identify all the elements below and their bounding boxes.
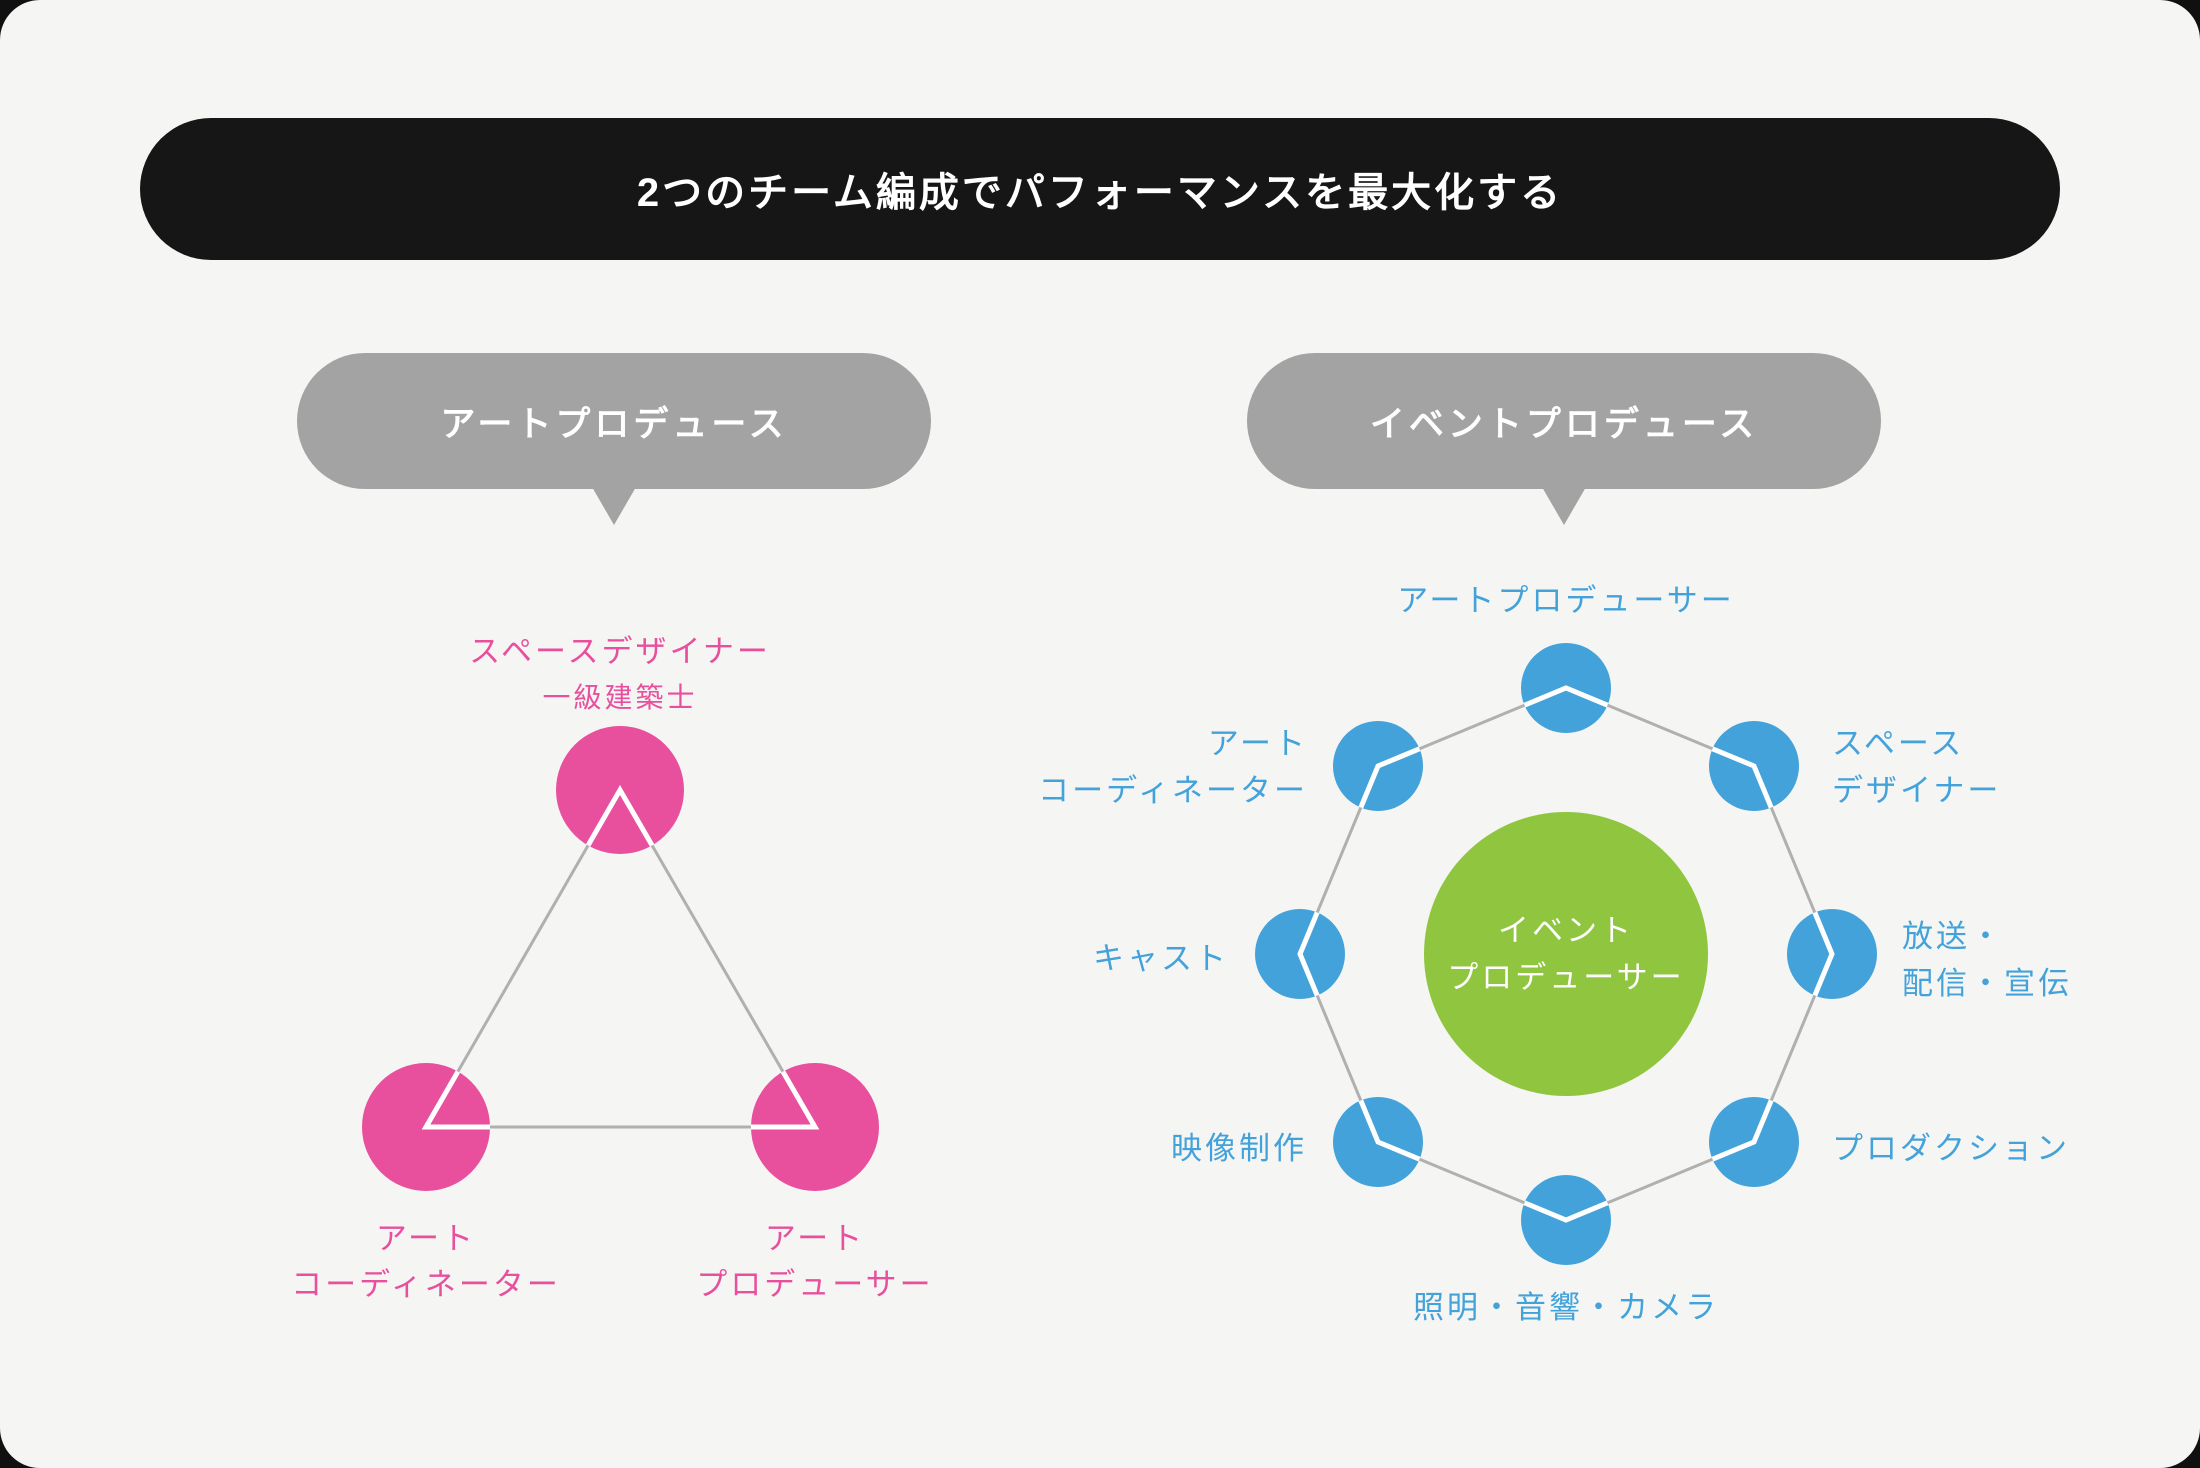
octagon-inner-line (1711, 746, 1774, 809)
label-line: 一級建築士 (542, 682, 698, 713)
octagon-inner-line (1523, 685, 1609, 708)
label-cast: キャスト (1093, 935, 1229, 982)
label-line: アート (375, 1221, 477, 1256)
octagon-inner-line (1812, 911, 1835, 997)
label-line: イベント (1498, 913, 1634, 948)
label-line: 配信・宣伝 (1902, 966, 2072, 1001)
label-line: スペース (1832, 726, 1965, 761)
label-production: プロダクション (1832, 1125, 2070, 1172)
octagon-inner-line (1523, 1200, 1609, 1223)
label-art-coordinator: アート コーディネーター (1038, 720, 1308, 814)
label-line: キャスト (1093, 941, 1229, 976)
event-produce-bubble-label: イベントプロデュース (1369, 404, 1759, 444)
label-line: コーディネーター (291, 1267, 561, 1302)
art-produce-bubble-label: アートプロデュース (440, 404, 788, 444)
octagon-inner-line (1358, 746, 1421, 809)
label-line: プロデューサー (1447, 960, 1685, 995)
triangle-inner-line (585, 785, 655, 847)
page-title: 2つのチーム編成でパフォーマンスを最大化する (636, 171, 1564, 215)
triangle-inner-line (421, 1070, 490, 1130)
label-art-coordinator: アート コーディネーター (291, 1216, 561, 1308)
label-line: プロダクション (1832, 1131, 2070, 1166)
label-line: 放送・ (1902, 919, 2004, 954)
art-produce-bubble: アートプロデュース (297, 353, 931, 525)
label-line: アート (764, 1221, 866, 1256)
label-line: デザイナー (1832, 773, 2002, 808)
label-broadcast: 放送・ 配信・宣伝 (1902, 913, 2072, 1007)
title-banner: 2つのチーム編成でパフォーマンスを最大化する (140, 118, 2060, 260)
label-lighting-sound-camera: 照明・音響・カメラ (1413, 1284, 1719, 1331)
label-line: コーディネーター (1038, 773, 1308, 808)
label-video-production: 映像制作 (1171, 1125, 1307, 1172)
label-line: プロデューサー (696, 1267, 934, 1302)
octagon-inner-line (1358, 1099, 1421, 1162)
label-line: スペースデザイナー (469, 634, 771, 669)
octagon-inner-line (1711, 1099, 1774, 1162)
label-line: 照明・音響・カメラ (1413, 1290, 1719, 1325)
event-produce-bubble: イベントプロデュース (1247, 353, 1881, 525)
triangle-inner-line (751, 1070, 820, 1130)
label-line: 映像制作 (1171, 1131, 1307, 1166)
bubble-tail (592, 487, 636, 525)
label-art-producer: アートプロデューサー (1397, 577, 1735, 624)
label-space-designer: スペースデザイナー 一級建築士 (469, 629, 771, 721)
bubble-tail (1542, 487, 1586, 525)
label-space-designer: スペース デザイナー (1832, 720, 2001, 814)
event-producer-circle: イベント プロデューサー (1424, 812, 1708, 1096)
label-line: アート (1207, 726, 1308, 761)
octagon-inner-line (1297, 911, 1320, 997)
label-line: アートプロデューサー (1397, 583, 1735, 618)
triangle-edges (423, 786, 818, 1129)
label-art-producer: アート プロデューサー (696, 1216, 933, 1308)
